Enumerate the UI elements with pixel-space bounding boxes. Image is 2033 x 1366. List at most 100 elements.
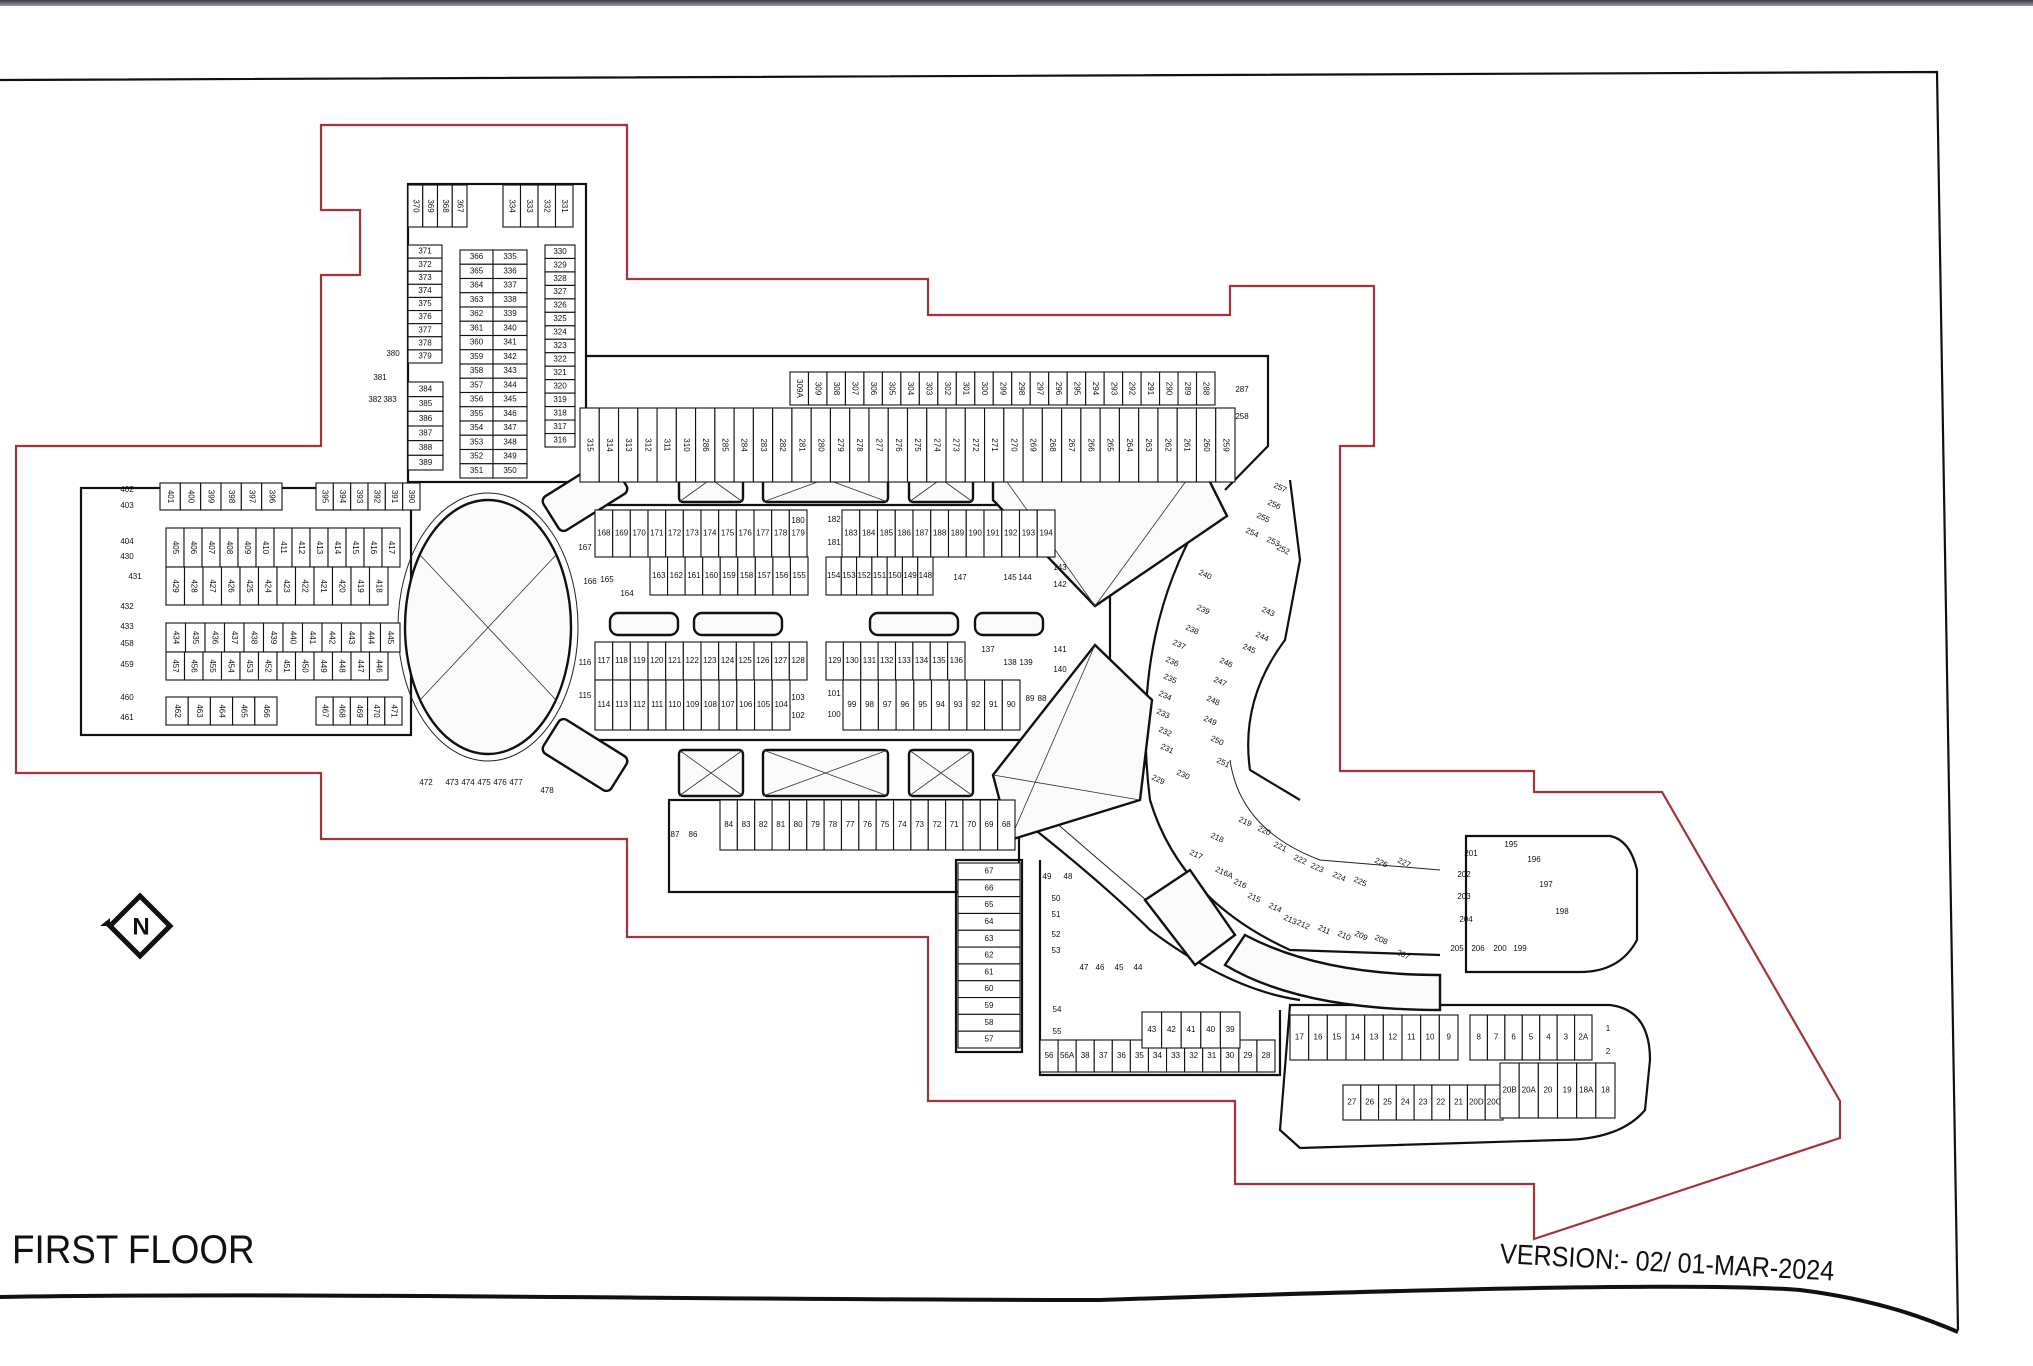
- shop-number[interactable]: 258: [1235, 412, 1249, 421]
- shop-unit[interactable]: 375: [407, 296, 443, 312]
- shop-unit[interactable]: 186: [894, 509, 914, 558]
- shop-unit[interactable]: 76: [858, 799, 877, 851]
- shop-unit[interactable]: 357: [459, 377, 494, 394]
- shop-unit[interactable]: 184: [859, 509, 879, 558]
- shop-unit[interactable]: 191: [983, 509, 1003, 558]
- shop-unit[interactable]: 322: [544, 352, 576, 367]
- shop-number[interactable]: 47: [1080, 963, 1089, 972]
- shop-unit[interactable]: 434: [165, 622, 187, 653]
- shop-unit[interactable]: 16: [1308, 1014, 1328, 1061]
- shop-unit[interactable]: 335: [492, 249, 528, 265]
- shop-unit[interactable]: 408: [219, 527, 239, 568]
- shop-unit[interactable]: 131: [860, 641, 879, 681]
- shop-unit[interactable]: 462: [165, 696, 189, 726]
- shop-unit[interactable]: 2A: [1574, 1014, 1593, 1061]
- shop-unit[interactable]: 81: [771, 799, 790, 851]
- shop-unit[interactable]: 20D: [1466, 1084, 1486, 1121]
- shop-unit[interactable]: 20: [1537, 1062, 1559, 1119]
- shop-unit[interactable]: 269: [1022, 407, 1043, 483]
- shop-number[interactable]: 255: [1255, 511, 1271, 525]
- shop-unit[interactable]: 119: [629, 641, 649, 681]
- shop-unit[interactable]: 421: [313, 566, 334, 606]
- shop-number[interactable]: 206: [1471, 944, 1485, 953]
- shop-number[interactable]: 181: [827, 538, 841, 547]
- shop-unit[interactable]: 417: [381, 527, 401, 568]
- shop-unit[interactable]: 454: [220, 651, 241, 681]
- shop-number[interactable]: 404: [120, 537, 134, 546]
- shop-unit[interactable]: 5: [1521, 1014, 1541, 1061]
- shop-number[interactable]: 86: [689, 830, 698, 839]
- shop-unit[interactable]: 444: [360, 622, 382, 653]
- shop-unit[interactable]: 309A: [789, 371, 810, 406]
- shop-unit[interactable]: 425: [239, 566, 260, 606]
- shop-number[interactable]: 182: [827, 515, 841, 524]
- shop-number[interactable]: 215: [1246, 891, 1262, 905]
- shop-unit[interactable]: 77: [840, 799, 860, 851]
- shop-unit[interactable]: 62: [957, 946, 1021, 965]
- shop-unit[interactable]: 91: [984, 679, 1003, 731]
- shop-unit[interactable]: 274: [926, 407, 947, 483]
- shop-unit[interactable]: 93: [948, 679, 968, 731]
- shop-number[interactable]: 137: [981, 645, 995, 654]
- shop-unit[interactable]: 21: [1449, 1084, 1468, 1121]
- shop-unit[interactable]: 117: [594, 641, 614, 681]
- shop-unit[interactable]: 435: [184, 622, 206, 653]
- shop-number[interactable]: 143: [1053, 563, 1067, 572]
- shop-number[interactable]: 229: [1150, 773, 1166, 787]
- shop-number[interactable]: 217: [1188, 848, 1204, 862]
- shop-unit[interactable]: 338: [492, 292, 528, 308]
- shop-unit[interactable]: 422: [294, 566, 315, 606]
- shop-number[interactable]: 383: [383, 395, 397, 404]
- shop-unit[interactable]: 109: [683, 679, 702, 731]
- shop-number[interactable]: 219: [1237, 815, 1253, 829]
- shop-unit[interactable]: 108: [700, 679, 720, 731]
- shop-number[interactable]: 433: [120, 622, 134, 631]
- shop-unit[interactable]: 469: [349, 696, 369, 726]
- shop-unit[interactable]: 281: [791, 407, 812, 483]
- shop-number[interactable]: 247: [1212, 675, 1228, 689]
- shop-unit[interactable]: 411: [273, 527, 293, 568]
- shop-unit[interactable]: 79: [806, 799, 825, 851]
- shop-unit[interactable]: 294: [1085, 371, 1105, 406]
- shop-unit[interactable]: 316: [544, 432, 576, 448]
- shop-unit[interactable]: 361: [459, 320, 494, 337]
- shop-unit[interactable]: 346: [492, 406, 528, 422]
- shop-unit[interactable]: 424: [257, 566, 278, 606]
- shop-unit[interactable]: 358: [459, 363, 494, 379]
- shop-number[interactable]: 49: [1043, 872, 1052, 881]
- shop-number[interactable]: 212: [1295, 918, 1311, 932]
- shop-unit[interactable]: 426: [220, 566, 241, 606]
- shop-unit[interactable]: 271: [984, 407, 1005, 483]
- shop-unit[interactable]: 306: [863, 371, 883, 406]
- shop-unit[interactable]: 320: [544, 379, 576, 394]
- shop-unit[interactable]: 451: [276, 651, 297, 681]
- shop-number[interactable]: 381: [373, 373, 387, 382]
- shop-unit[interactable]: 410: [255, 527, 275, 568]
- shop-unit[interactable]: 154: [825, 556, 842, 596]
- shop-unit[interactable]: 263: [1138, 407, 1159, 483]
- shop-number[interactable]: 48: [1064, 872, 1073, 881]
- shop-unit[interactable]: 323: [544, 338, 576, 354]
- shop-number[interactable]: 232: [1157, 725, 1173, 739]
- shop-unit[interactable]: 177: [753, 509, 773, 558]
- shop-number[interactable]: 223: [1309, 861, 1325, 875]
- shop-unit[interactable]: 121: [665, 641, 684, 681]
- shop-number[interactable]: 249: [1202, 714, 1218, 728]
- shop-number[interactable]: 201: [1464, 849, 1478, 858]
- shop-unit[interactable]: 393: [350, 482, 369, 511]
- shop-unit[interactable]: 438: [243, 622, 265, 653]
- shop-unit[interactable]: 399: [200, 482, 222, 511]
- shop-unit[interactable]: 449: [313, 651, 334, 681]
- shop-number[interactable]: 140: [1053, 665, 1067, 674]
- shop-unit[interactable]: 125: [735, 641, 755, 681]
- shop-unit[interactable]: 452: [257, 651, 278, 681]
- shop-number[interactable]: 240: [1197, 568, 1213, 582]
- shop-unit[interactable]: 124: [718, 641, 737, 681]
- shop-unit[interactable]: 409: [237, 527, 257, 568]
- shop-number[interactable]: 141: [1053, 645, 1067, 654]
- shop-unit[interactable]: 130: [842, 641, 862, 681]
- shop-unit[interactable]: 324: [544, 325, 576, 340]
- shop-unit[interactable]: 107: [718, 679, 738, 731]
- shop-unit[interactable]: 170: [629, 509, 649, 558]
- shop-number[interactable]: 221: [1272, 840, 1288, 854]
